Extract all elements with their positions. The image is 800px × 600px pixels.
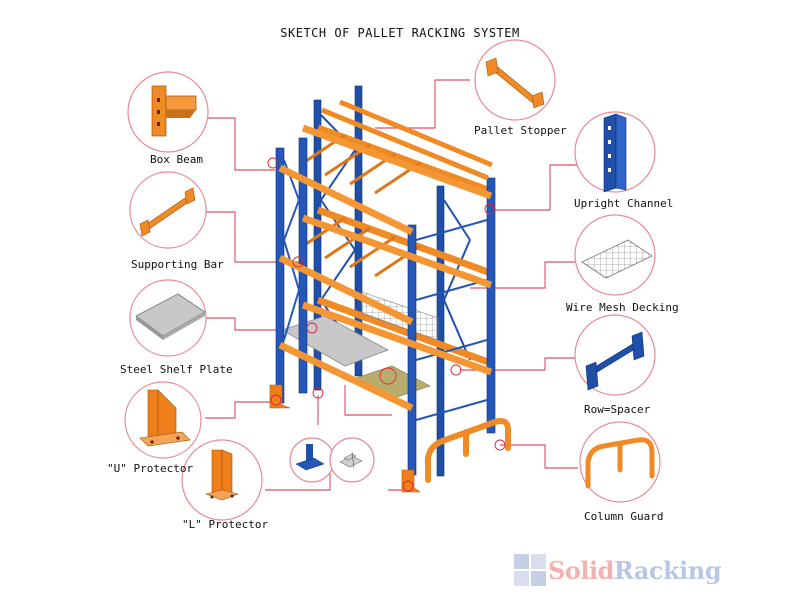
steel-shelf-plate-icon <box>135 293 206 340</box>
label-steel-shelf-plate: Steel Shelf Plate <box>120 363 233 376</box>
column-guard-callout <box>579 421 661 503</box>
pallet-stopper-callout <box>474 39 556 121</box>
steel-shelf-plate-callout <box>129 279 207 357</box>
label-box-beam: Box Beam <box>150 153 203 166</box>
u-protector-icon <box>139 389 191 447</box>
upright-channel-callout <box>574 111 656 193</box>
row-spacer-callout <box>574 314 656 396</box>
logo-word-solid: Solid <box>548 555 614 585</box>
column-guard-icon <box>585 437 655 489</box>
anchor-bolt-icon <box>339 451 363 469</box>
l-protector-callout <box>181 439 263 521</box>
box-beam-callout <box>127 71 209 153</box>
label-column-guard: Column Guard <box>584 510 664 523</box>
label-supporting-bar: Supporting Bar <box>131 258 224 271</box>
anchor-bolt-callout <box>329 437 375 483</box>
row-spacer-icon <box>585 331 645 391</box>
label-u-protector: "U" Protector <box>107 462 194 475</box>
label-row-spacer: Row=Spacer <box>584 403 651 416</box>
label-upright-channel: Upright Channel <box>574 197 674 210</box>
rack-u-protector <box>401 469 421 493</box>
diagram-title: SKETCH OF PALLET RACKING SYSTEM <box>280 26 520 40</box>
label-pallet-stopper: Pallet Stopper <box>474 124 567 137</box>
box-beam-icon <box>151 85 197 137</box>
rack-column-guard <box>425 418 511 483</box>
label-wire-mesh-decking: Wire Mesh Decking <box>566 301 679 314</box>
upright-channel-icon <box>603 113 627 193</box>
label-l-protector: "L" Protector <box>182 518 269 531</box>
logo-grid-icon <box>514 554 546 586</box>
wire-mesh-decking-callout <box>574 214 656 296</box>
rack-steel-plate <box>281 315 389 367</box>
solidracking-logo: SolidRacking <box>512 552 722 588</box>
l-protector-icon <box>204 449 240 501</box>
wire-mesh-decking-icon <box>581 239 653 279</box>
logo-text: SolidRacking <box>548 555 722 585</box>
leader-lines <box>205 79 578 491</box>
callout-markers <box>267 157 506 492</box>
foot-plate-callout <box>289 437 335 483</box>
supporting-bar-callout <box>129 171 207 249</box>
pallet-rack-structure <box>269 85 511 493</box>
u-protector-callout <box>124 381 202 459</box>
logo-word-racking: Racking <box>613 555 722 585</box>
foot-plate-icon <box>295 444 325 471</box>
pallet-stopper-icon <box>485 57 545 109</box>
supporting-bar-icon <box>139 187 196 237</box>
